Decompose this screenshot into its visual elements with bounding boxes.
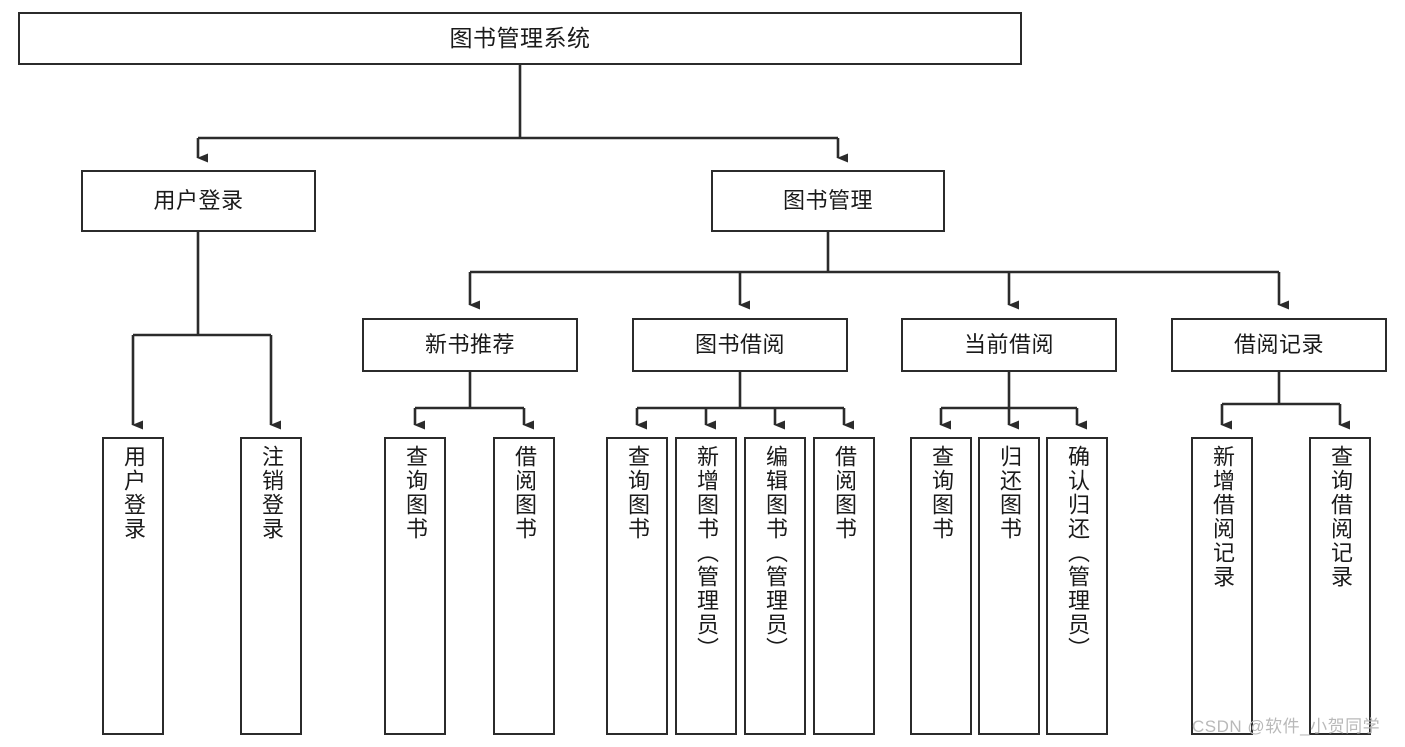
leaf-borrow-book-recommend[interactable]: 借阅图书 — [493, 437, 555, 735]
csdn-watermark: CSDN @软件_小贺同学 — [1192, 717, 1381, 736]
node-label: 注销登录 — [259, 445, 284, 541]
node-label: 新增借阅记录 — [1210, 445, 1235, 589]
node-label: 归还图书 — [997, 445, 1022, 541]
leaf-query-book-borrow[interactable]: 查询图书 — [606, 437, 668, 735]
leaf-add-borrow-record[interactable]: 新增借阅记录 — [1191, 437, 1253, 735]
node-book-management[interactable]: 图书管理 — [711, 170, 945, 232]
leaf-borrow-book[interactable]: 借阅图书 — [813, 437, 875, 735]
node-label: 查询图书 — [929, 445, 954, 541]
node-label: 确认归还（管理员） — [1065, 445, 1090, 661]
leaf-query-book-recommend[interactable]: 查询图书 — [384, 437, 446, 735]
node-label: 借阅图书 — [832, 445, 857, 541]
leaf-confirm-return-admin[interactable]: 确认归还（管理员） — [1046, 437, 1108, 735]
node-label: 查询图书 — [403, 445, 428, 541]
node-label: 图书管理系统 — [449, 24, 591, 51]
node-label: 借阅图书 — [512, 445, 537, 541]
leaf-add-book-admin[interactable]: 新增图书（管理员） — [675, 437, 737, 735]
leaf-edit-book-admin[interactable]: 编辑图书（管理员） — [744, 437, 806, 735]
node-label: 查询图书 — [625, 445, 650, 541]
node-label: 当前借阅 — [963, 332, 1054, 358]
node-label: 借阅记录 — [1233, 332, 1324, 358]
node-current-borrow[interactable]: 当前借阅 — [901, 318, 1117, 372]
node-borrow-record[interactable]: 借阅记录 — [1171, 318, 1387, 372]
leaf-logout[interactable]: 注销登录 — [240, 437, 302, 735]
node-book-borrow[interactable]: 图书借阅 — [632, 318, 848, 372]
node-label: 新书推荐 — [424, 332, 515, 358]
node-root-library-management-system[interactable]: 图书管理系统 — [18, 12, 1022, 65]
node-label: 图书借阅 — [694, 332, 785, 358]
node-label: 用户登录 — [153, 188, 244, 214]
node-label: 编辑图书（管理员） — [763, 445, 788, 661]
leaf-return-book[interactable]: 归还图书 — [978, 437, 1040, 735]
leaf-user-login[interactable]: 用户登录 — [102, 437, 164, 735]
node-user-login[interactable]: 用户登录 — [81, 170, 316, 232]
node-label: 图书管理 — [782, 188, 873, 214]
leaf-query-book-current[interactable]: 查询图书 — [910, 437, 972, 735]
node-label: 用户登录 — [121, 445, 146, 541]
node-new-book-recommend[interactable]: 新书推荐 — [362, 318, 578, 372]
leaf-query-borrow-record[interactable]: 查询借阅记录 — [1309, 437, 1371, 735]
node-label: 新增图书（管理员） — [694, 445, 719, 661]
node-label: 查询借阅记录 — [1328, 445, 1353, 589]
